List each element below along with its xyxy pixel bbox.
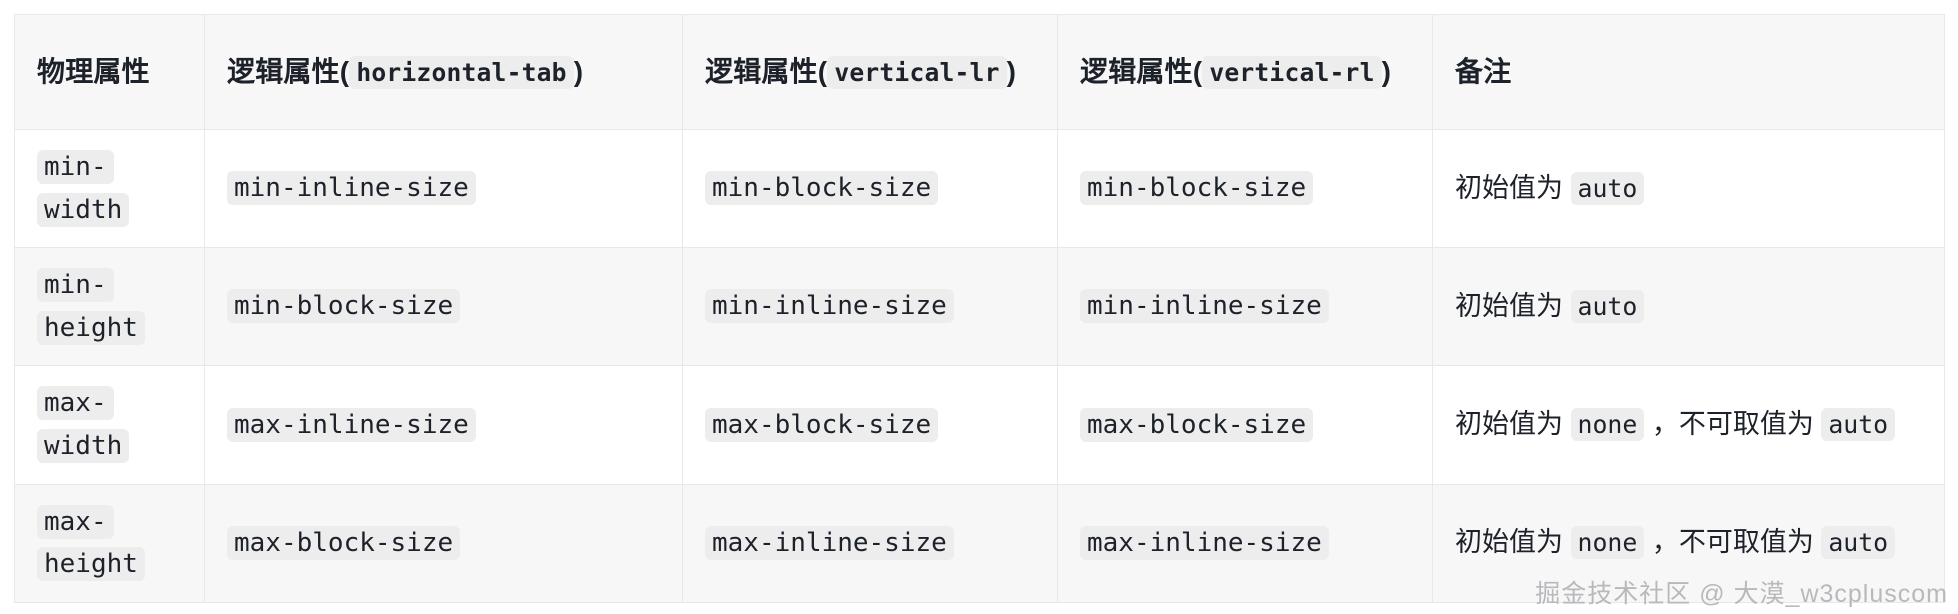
code-chip-physical: min-width [37,150,130,227]
table-body: min-width min-inline-size min-block-size… [14,129,1945,603]
table-header: 物理属性 逻辑属性(horizontal-tab) 逻辑属性(vertical-… [14,14,1945,130]
remark-code-initial-value: none [1570,526,1645,560]
cell-vertical-lr: max-inline-size [682,484,1058,603]
code-chip-vertical-rl: min-inline-size [1080,289,1329,324]
code-chip-vertical-rl: min-block-size [1080,171,1314,206]
cell-remark: 初始值为 none ，不可取值为 auto [1432,365,1945,485]
code-chip-physical: max-height [37,504,145,582]
remark-code-initial-value: auto [1570,171,1645,205]
cell-physical-property: min-height [14,247,205,367]
column-header-label: 逻辑属性( [227,55,350,87]
remark-text-before: 初始值为 [1455,527,1571,558]
remark-text-before: 初始值为 [1455,172,1571,203]
column-header-suffix: ) [1006,55,1017,87]
column-header-suffix: ) [1381,55,1392,87]
table-row: min-width min-inline-size min-block-size… [14,129,1945,249]
remark-code-initial-value: auto [1570,289,1645,323]
cell-horizontal-tab: min-inline-size [204,129,683,249]
cell-vertical-lr: min-inline-size [682,247,1058,367]
cell-physical-property: max-width [14,365,205,485]
code-chip-physical: max-width [37,386,130,463]
cell-vertical-rl: min-inline-size [1057,247,1433,367]
cell-horizontal-tab: min-block-size [204,247,683,367]
table-row: max-width max-inline-size max-block-size… [14,365,1945,485]
code-chip-vertical-lr: max-inline-size [705,525,954,560]
column-header-physical-property: 物理属性 [14,14,205,130]
remark-text-before: 初始值为 [1455,409,1571,440]
column-header-label: 逻辑属性( [705,55,828,87]
remark-text-middle: ，不可取值为 [1644,527,1822,558]
table-header-row: 物理属性 逻辑属性(horizontal-tab) 逻辑属性(vertical-… [14,14,1945,130]
column-header-suffix: ) [573,55,584,87]
logical-properties-table: 物理属性 逻辑属性(horizontal-tab) 逻辑属性(vertical-… [14,14,1945,603]
table-row: min-height min-block-size min-inline-siz… [14,247,1945,367]
column-header-remark: 备注 [1432,14,1945,130]
column-header-code: horizontal-tab [349,55,574,89]
cell-remark: 初始值为 auto [1432,247,1945,367]
table-row: max-height max-block-size max-inline-siz… [14,484,1945,603]
code-chip-vertical-lr: min-inline-size [705,289,954,324]
code-chip-horizontal-tab: max-block-size [227,525,461,560]
column-header-code: vertical-lr [827,55,1007,89]
cell-horizontal-tab: max-inline-size [204,365,683,485]
remark-code-initial-value: none [1570,408,1645,442]
cell-vertical-lr: min-block-size [682,129,1058,249]
cell-physical-property: max-height [14,484,205,603]
code-chip-physical: min-height [37,268,145,345]
cell-vertical-lr: max-block-size [682,365,1058,485]
column-header-logical-vertical-rl: 逻辑属性(vertical-rl) [1057,14,1433,130]
cell-remark: 初始值为 auto [1432,129,1945,249]
column-header-logical-vertical-lr: 逻辑属性(vertical-lr) [682,14,1058,130]
code-chip-vertical-lr: min-block-size [705,171,939,206]
column-header-label: 物理属性 [37,55,150,87]
cell-vertical-rl: max-inline-size [1057,484,1433,603]
remark-code-disallowed-value: auto [1821,408,1896,442]
remark-text-before: 初始值为 [1455,290,1571,321]
column-header-code: vertical-rl [1202,55,1382,89]
code-chip-horizontal-tab: min-inline-size [227,171,476,206]
cell-horizontal-tab: max-block-size [204,484,683,603]
code-chip-horizontal-tab: min-block-size [227,289,461,324]
cell-physical-property: min-width [14,129,205,249]
cell-remark: 初始值为 none ，不可取值为 auto [1432,484,1945,603]
cell-vertical-rl: min-block-size [1057,129,1433,249]
column-header-label: 备注 [1455,55,1512,87]
code-chip-horizontal-tab: max-inline-size [227,407,476,442]
code-chip-vertical-rl: max-block-size [1080,407,1314,442]
column-header-label: 逻辑属性( [1080,55,1203,87]
remark-text-middle: ，不可取值为 [1644,409,1822,440]
column-header-logical-horizontal-tab: 逻辑属性(horizontal-tab) [204,14,683,130]
remark-code-disallowed-value: auto [1821,526,1896,560]
code-chip-vertical-lr: max-block-size [705,407,939,442]
code-chip-vertical-rl: max-inline-size [1080,525,1329,560]
cell-vertical-rl: max-block-size [1057,365,1433,485]
